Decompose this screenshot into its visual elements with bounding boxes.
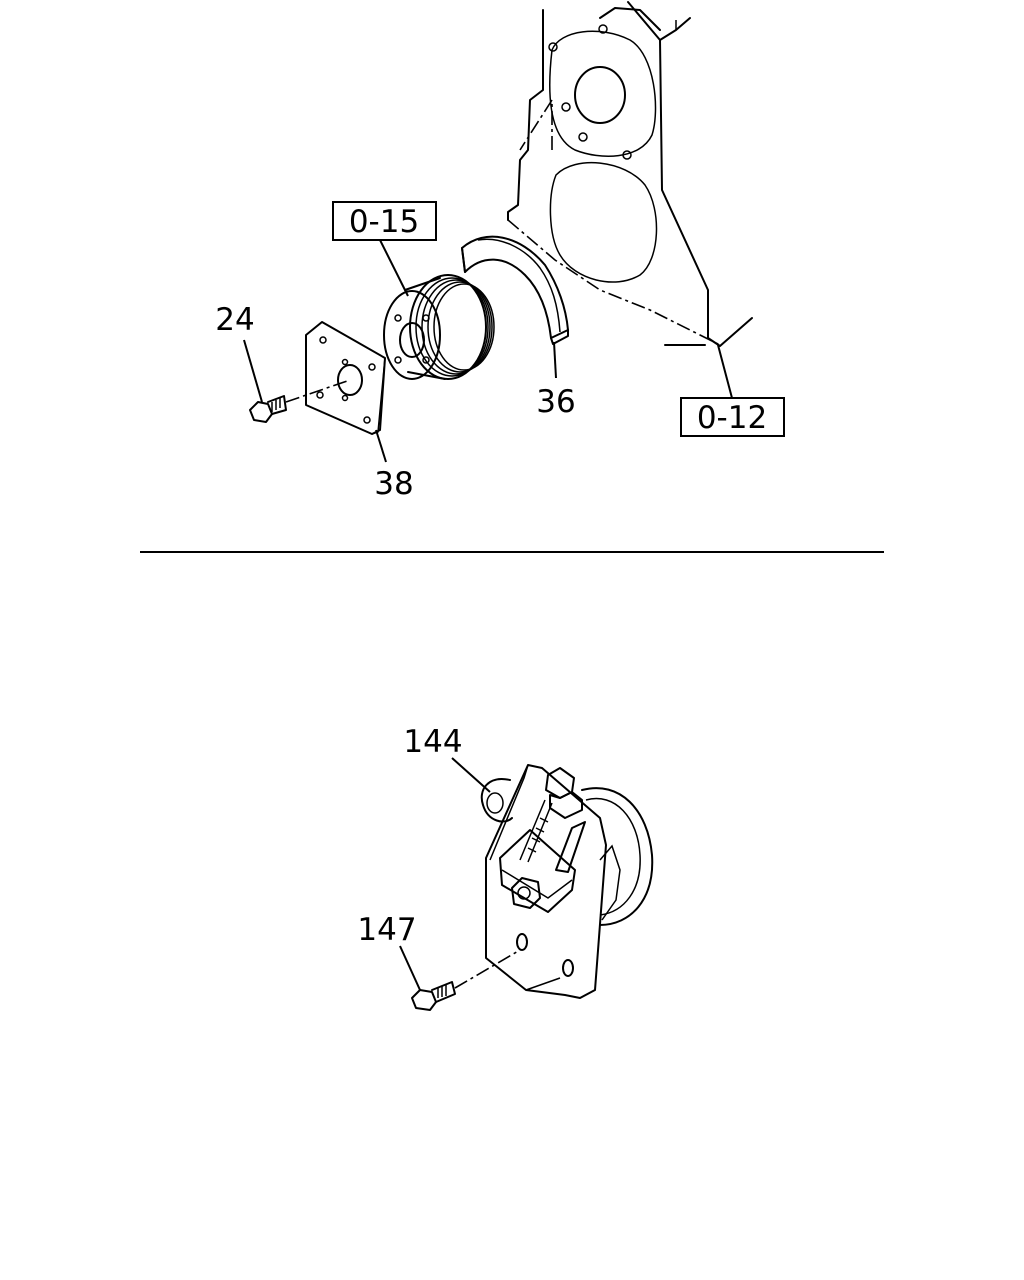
leader-0-15 bbox=[379, 239, 409, 297]
belt-tensioner-144 bbox=[480, 764, 654, 999]
part-label-38: 38 bbox=[374, 466, 413, 502]
ref-box-0-15 bbox=[332, 201, 437, 241]
bolt-24 bbox=[249, 379, 351, 423]
part-label-24: 24 bbox=[215, 302, 254, 338]
gear-cover-segment-36 bbox=[461, 235, 569, 345]
leader-0-12 bbox=[717, 344, 733, 399]
leader-38 bbox=[375, 429, 387, 463]
leader-147 bbox=[399, 945, 421, 991]
leader-144 bbox=[451, 757, 491, 793]
ref-box-0-12 bbox=[680, 397, 785, 437]
part-label-144: 144 bbox=[403, 724, 462, 760]
ref-label-0-15: 0-15 bbox=[349, 204, 419, 240]
part-label-147: 147 bbox=[357, 912, 416, 948]
ref-label-0-12: 0-12 bbox=[697, 400, 767, 436]
crankshaft-pulley bbox=[383, 274, 495, 380]
leader-24 bbox=[243, 339, 263, 403]
damper-plate-38 bbox=[305, 321, 386, 435]
bolt-147 bbox=[411, 949, 521, 1011]
engine-front-cover bbox=[507, 1, 753, 347]
part-label-36: 36 bbox=[536, 384, 575, 420]
leader-36 bbox=[553, 341, 557, 379]
